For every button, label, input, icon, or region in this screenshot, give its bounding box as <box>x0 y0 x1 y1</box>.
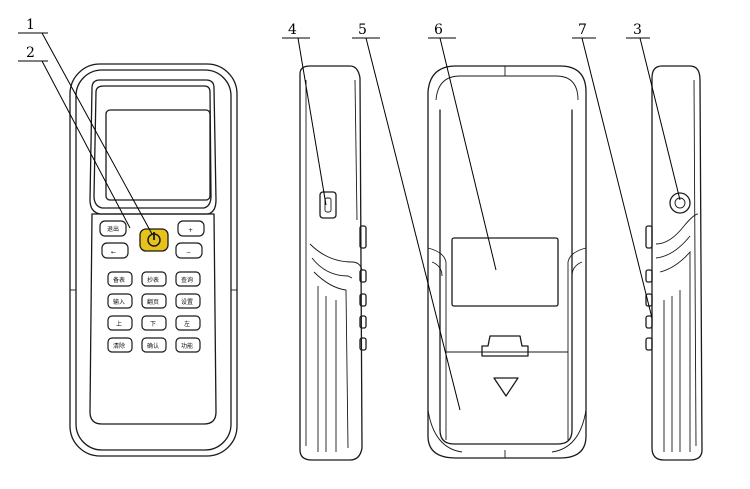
svg-text:左: 左 <box>184 320 190 328</box>
key-r3c3[interactable]: 左 <box>175 315 201 331</box>
key-plus[interactable]: + <box>177 220 205 237</box>
callout-7: 7 <box>578 22 587 38</box>
key-r3c2[interactable]: 下 <box>141 315 167 331</box>
strap-hole <box>669 192 691 214</box>
svg-text:抄表: 抄表 <box>147 276 159 284</box>
usb-port <box>319 191 337 219</box>
right-side-view <box>645 65 703 461</box>
svg-text:查询: 查询 <box>181 276 193 284</box>
key-r1c3[interactable]: 查询 <box>175 271 201 287</box>
svg-text:设置: 设置 <box>181 298 193 306</box>
callout-1: 1 <box>26 17 35 33</box>
callout-3: 3 <box>633 22 642 38</box>
battery-latch[interactable] <box>481 335 529 357</box>
svg-text:功能: 功能 <box>181 342 193 350</box>
key-back[interactable]: ← <box>101 242 129 259</box>
label-area <box>451 237 559 307</box>
key-r2c3[interactable]: 设置 <box>175 293 201 309</box>
svg-text:清除: 清除 <box>113 342 125 350</box>
left-side-view <box>299 65 367 461</box>
svg-text:+: + <box>188 227 193 234</box>
key-exit[interactable]: 退出 <box>99 220 127 237</box>
key-r4c3[interactable]: 功能 <box>175 337 201 353</box>
display-screen <box>105 109 211 201</box>
key-r1c1[interactable]: 备表 <box>107 271 133 287</box>
key-minus[interactable]: − <box>175 242 203 259</box>
svg-text:备表: 备表 <box>113 276 125 284</box>
svg-text:上: 上 <box>116 320 122 328</box>
svg-text:−: − <box>186 249 191 256</box>
key-r3c1[interactable]: 上 <box>107 315 133 331</box>
key-r4c2[interactable]: 确认 <box>141 337 167 353</box>
callout-labels: 1 2 3 4 5 6 7 <box>26 17 642 61</box>
power-button[interactable] <box>139 228 169 252</box>
arrow-down-icon <box>493 377 519 397</box>
svg-text:←: ← <box>111 249 116 256</box>
keypad-grid: 备表 抄表 查询 输入 翻页 设置 上 下 左 清除 确认 功能 <box>107 271 201 353</box>
key-r2c1[interactable]: 输入 <box>107 293 133 309</box>
key-r2c2[interactable]: 翻页 <box>141 293 167 309</box>
svg-text:翻页: 翻页 <box>147 298 159 306</box>
key-r1c2[interactable]: 抄表 <box>141 271 167 287</box>
svg-text:确认: 确认 <box>147 342 159 350</box>
back-view <box>427 65 587 459</box>
svg-text:下: 下 <box>150 321 156 328</box>
svg-text:退出: 退出 <box>107 225 119 233</box>
callout-4: 4 <box>288 22 297 38</box>
svg-text:输入: 输入 <box>113 298 125 306</box>
front-view: 退出 + ← − 备表 抄表 查询 输入 翻页 设置 上 <box>69 63 238 457</box>
callout-leaders <box>18 32 681 411</box>
callout-2: 2 <box>26 45 35 61</box>
callout-6: 6 <box>434 22 443 38</box>
callout-5: 5 <box>358 22 367 38</box>
key-r4c1[interactable]: 清除 <box>107 337 133 353</box>
